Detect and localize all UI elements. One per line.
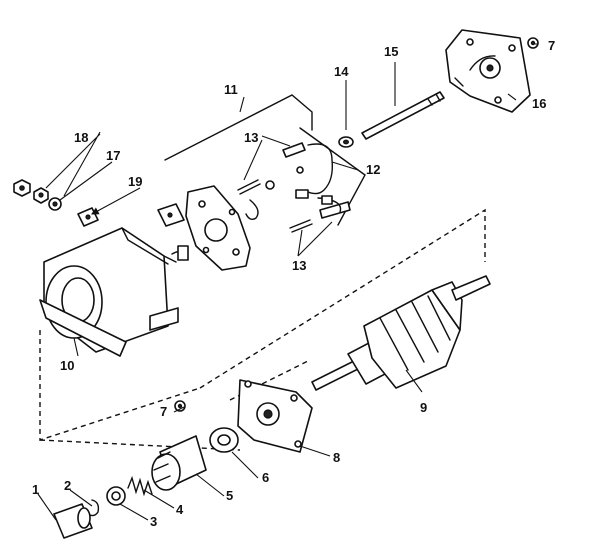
stop-collar-part [106, 486, 126, 506]
part-label-18: 18 [74, 130, 88, 145]
part-label-13: 13 [292, 258, 306, 273]
part-label-7: 7 [548, 38, 555, 53]
motor-housing-part [39, 227, 189, 357]
end-cap-part [445, 29, 531, 113]
collar-part [209, 427, 239, 453]
part-label-3: 3 [150, 514, 157, 529]
commutator-end-plate [185, 185, 251, 271]
part-label-11: 11 [224, 82, 238, 97]
thru-bolt-part [361, 91, 445, 140]
nut-part [527, 37, 539, 49]
part-label-2: 2 [64, 478, 71, 493]
nut-part [174, 400, 186, 412]
retaining-ring-part [87, 499, 100, 517]
drive-end-plate-part [237, 379, 313, 453]
armature-part [311, 275, 491, 391]
part-label-13: 13 [244, 130, 258, 145]
brush-assembly-part [295, 143, 342, 213]
brush-spring-part [237, 142, 351, 233]
washer-part [338, 136, 354, 148]
leader-line [37, 43, 538, 521]
lock-washer-part [48, 197, 62, 211]
part-label-4: 4 [176, 502, 184, 517]
assembly-dashed-line [39, 208, 486, 451]
part-label-19: 19 [128, 174, 142, 189]
part-label-17: 17 [106, 148, 120, 163]
part-label-7: 7 [160, 404, 167, 419]
terminal-screw-part [77, 207, 99, 227]
part-label-10: 10 [60, 358, 74, 373]
terminal-nut-part [13, 179, 49, 204]
part-label-15: 15 [384, 44, 398, 59]
spring-part [127, 475, 153, 497]
part-label-16: 16 [532, 96, 546, 111]
part-label-12: 12 [366, 162, 380, 177]
terminal-part [157, 203, 185, 227]
part-label-6: 6 [262, 470, 269, 485]
part-label-5: 5 [226, 488, 233, 503]
drive-pinion-part [151, 435, 207, 491]
part-label-8: 8 [333, 450, 340, 465]
part-label-1: 1 [32, 482, 39, 497]
part-label-14: 14 [334, 64, 349, 79]
part-label-9: 9 [420, 400, 427, 415]
dust-cap-part [53, 503, 93, 539]
